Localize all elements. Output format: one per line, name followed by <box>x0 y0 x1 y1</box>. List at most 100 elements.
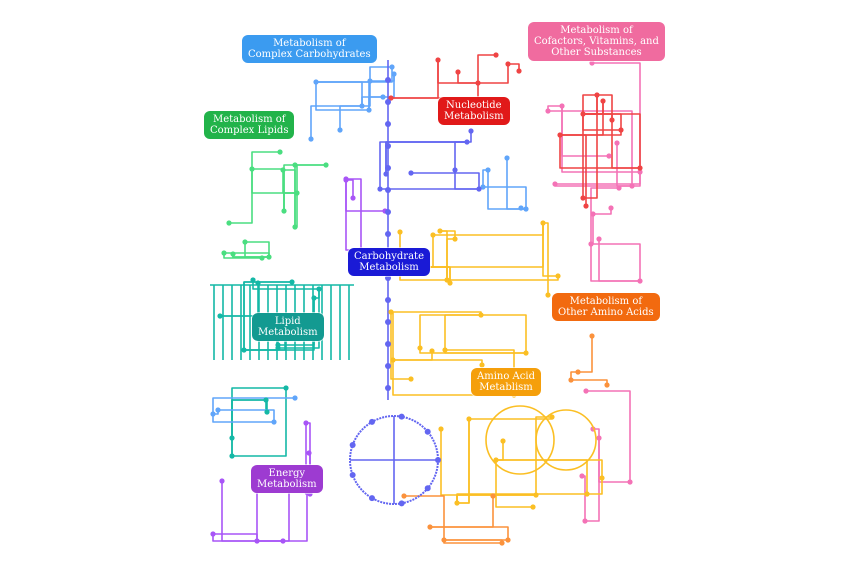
metabolite-node[interactable] <box>504 155 510 161</box>
metabolite-node[interactable] <box>292 395 298 401</box>
metabolite-node[interactable] <box>549 414 555 420</box>
metabolite-node[interactable] <box>343 176 349 182</box>
metabolite-node[interactable] <box>441 537 447 543</box>
metabolite-node[interactable] <box>616 185 622 191</box>
metabolite-node[interactable] <box>385 99 391 105</box>
metabolite-node[interactable] <box>455 69 461 75</box>
metabolite-node[interactable] <box>217 313 223 319</box>
metabolite-node[interactable] <box>589 60 595 66</box>
metabolite-node[interactable] <box>210 411 216 417</box>
metabolite-node[interactable] <box>493 457 499 463</box>
metabolite-node[interactable] <box>271 419 277 425</box>
metabolite-node[interactable] <box>249 166 255 172</box>
metabolite-node[interactable] <box>385 385 391 391</box>
metabolite-node[interactable] <box>530 504 536 510</box>
metabolite-node[interactable] <box>229 435 235 441</box>
label-carbohydrate[interactable]: Carbohydrate Metabolism <box>348 248 430 276</box>
metabolite-node[interactable] <box>377 186 383 192</box>
metabolite-node[interactable] <box>475 80 481 86</box>
metabolite-node[interactable] <box>226 220 232 226</box>
metabolite-node[interactable] <box>588 241 594 247</box>
metabolite-node[interactable] <box>435 57 441 63</box>
metabolite-node[interactable] <box>540 220 546 226</box>
metabolite-node[interactable] <box>424 428 431 435</box>
metabolite-node[interactable] <box>366 107 372 113</box>
metabolite-node[interactable] <box>447 280 453 286</box>
label-lipid[interactable]: Lipid Metabolism <box>252 313 324 341</box>
metabolite-node[interactable] <box>568 377 574 383</box>
metabolite-node[interactable] <box>408 376 414 382</box>
metabolite-node[interactable] <box>306 450 312 456</box>
metabolite-node[interactable] <box>229 453 235 459</box>
metabolite-node[interactable] <box>464 139 470 145</box>
metabolite-node[interactable] <box>454 500 460 506</box>
metabolite-node[interactable] <box>594 92 600 98</box>
metabolite-node[interactable] <box>533 492 539 498</box>
metabolite-node[interactable] <box>383 171 389 177</box>
metabolite-node[interactable] <box>516 68 522 74</box>
metabolite-node[interactable] <box>264 409 270 415</box>
label-complex-lipids[interactable]: Metabolism of Complex Lipids <box>204 111 295 139</box>
metabolite-node[interactable] <box>401 493 407 499</box>
metabolite-node[interactable] <box>618 127 624 133</box>
label-cofactors-vitamins[interactable]: Metabolism of Cofactors, Vitamins, and O… <box>528 22 665 61</box>
metabolite-node[interactable] <box>390 357 396 363</box>
label-other-amino-acids[interactable]: Metabolism of Other Amino Acids <box>552 293 660 321</box>
metabolite-node[interactable] <box>557 132 563 138</box>
metabolite-node[interactable] <box>385 143 391 149</box>
metabolite-node[interactable] <box>281 208 287 214</box>
metabolite-node[interactable] <box>388 95 394 101</box>
metabolite-node[interactable] <box>468 128 474 134</box>
metabolite-node[interactable] <box>311 295 317 301</box>
metabolite-node[interactable] <box>600 98 606 104</box>
metabolite-node[interactable] <box>499 540 505 546</box>
metabolite-node[interactable] <box>590 211 596 217</box>
metabolite-node[interactable] <box>385 319 391 325</box>
metabolite-node[interactable] <box>385 341 391 347</box>
metabolite-node[interactable] <box>476 186 482 192</box>
metabolite-node[interactable] <box>479 362 485 368</box>
metabolite-node[interactable] <box>555 273 561 279</box>
metabolite-node[interactable] <box>480 184 486 190</box>
metabolite-node[interactable] <box>385 275 391 281</box>
metabolite-node[interactable] <box>242 239 248 245</box>
metabolite-node[interactable] <box>427 524 433 530</box>
metabolite-node[interactable] <box>277 149 283 155</box>
metabolite-node[interactable] <box>596 236 602 242</box>
metabolite-node[interactable] <box>505 537 511 543</box>
metabolite-node[interactable] <box>583 388 589 394</box>
label-amino-acid[interactable]: Amino Acid Metablism <box>471 368 541 396</box>
metabolite-node[interactable] <box>308 136 314 142</box>
metabolite-node[interactable] <box>385 297 391 303</box>
metabolite-node[interactable] <box>545 108 551 114</box>
metabolite-node[interactable] <box>241 347 247 353</box>
metabolite-node[interactable] <box>391 71 397 77</box>
metabolite-node[interactable] <box>493 52 499 58</box>
metabolite-node[interactable] <box>580 195 586 201</box>
metabolite-node[interactable] <box>429 348 435 354</box>
metabolite-node[interactable] <box>579 473 585 479</box>
metabolite-node[interactable] <box>523 206 529 212</box>
metabolite-node[interactable] <box>478 312 484 318</box>
metabolite-node[interactable] <box>283 385 289 391</box>
metabolite-node[interactable] <box>604 382 610 388</box>
metabolite-node[interactable] <box>417 345 423 351</box>
metabolite-node[interactable] <box>438 426 444 432</box>
metabolite-node[interactable] <box>637 169 643 175</box>
metabolite-node[interactable] <box>589 333 595 339</box>
metabolite-node[interactable] <box>552 181 558 187</box>
metabolite-node[interactable] <box>380 94 386 100</box>
metabolite-node[interactable] <box>254 538 260 544</box>
metabolite-node[interactable] <box>388 309 394 315</box>
label-complex-carbohydrates[interactable]: Metabolism of Complex Carbohydrates <box>242 35 377 63</box>
metabolite-node[interactable] <box>599 475 605 481</box>
metabolite-node[interactable] <box>219 478 225 484</box>
metabolite-node[interactable] <box>609 117 615 123</box>
metabolite-node[interactable] <box>215 407 221 413</box>
metabolite-node[interactable] <box>221 250 227 256</box>
metabolite-node[interactable] <box>385 231 391 237</box>
metabolite-node[interactable] <box>523 350 529 356</box>
metabolite-node[interactable] <box>255 280 261 286</box>
metabolite-node[interactable] <box>289 279 295 285</box>
metabolite-node[interactable] <box>584 491 590 497</box>
